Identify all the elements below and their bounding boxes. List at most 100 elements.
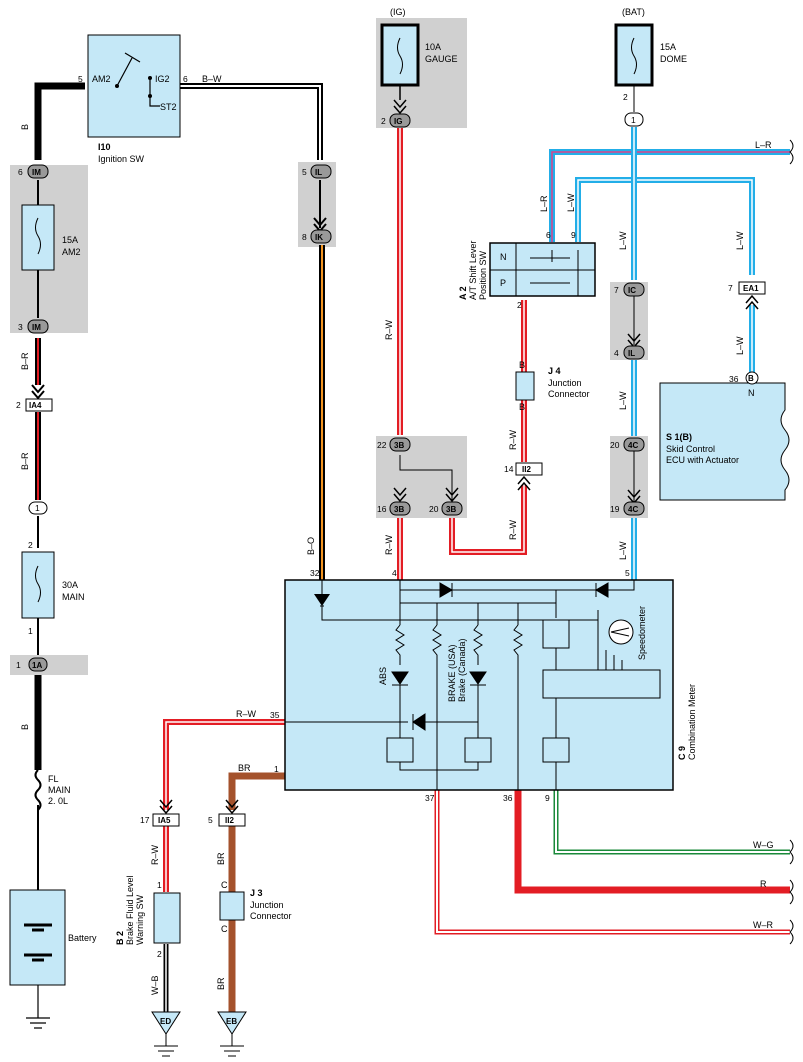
connector-3b-16-pin: 16 xyxy=(377,504,387,514)
connector-3b-16-id: 3B xyxy=(394,505,404,514)
wire-rw-35 xyxy=(163,719,285,810)
abs-label: ABS xyxy=(378,667,388,685)
wire-label-lw1: L–W xyxy=(566,193,576,212)
wire-label-br2: B–R xyxy=(20,452,30,470)
battery-box xyxy=(9,889,66,986)
connector-ik-pin: 8 xyxy=(302,232,307,242)
connector-3b-20-id: 3B xyxy=(446,505,456,514)
connector-4c-20 xyxy=(623,437,645,452)
connector-im-bot-pin: 3 xyxy=(18,322,23,332)
connector-ig-pin: 2 xyxy=(381,116,386,126)
meter-pin5: 5 xyxy=(625,568,630,578)
wire-label-br2: BR xyxy=(216,852,226,865)
fuse-main-bot-pin: 1 xyxy=(28,626,33,636)
fuse-gauge-amps: 10A xyxy=(425,42,441,52)
battery-name: Battery xyxy=(68,933,97,943)
connector-1-id: 1 xyxy=(35,503,40,513)
connector-il-right xyxy=(623,345,645,360)
meter-diode-35 xyxy=(412,713,426,731)
connector-ea1-pin: 7 xyxy=(728,283,733,293)
fuse-dome xyxy=(614,23,654,87)
ecu-pin: 36 xyxy=(729,374,739,384)
wire-label-rw3: R–W xyxy=(508,429,518,450)
brake-sw-box xyxy=(153,892,181,944)
fuse-am2-symbol xyxy=(35,217,41,255)
ground-ed-id: ED xyxy=(160,1017,171,1026)
fuse-am2 xyxy=(21,204,55,271)
j3-box xyxy=(219,891,245,921)
fl-main-symbol xyxy=(34,769,42,811)
meter-ic-1 xyxy=(386,737,414,763)
ignition-am2-label: AM2 xyxy=(92,74,111,84)
wire-label-lr1: L–R xyxy=(539,195,549,212)
brake-sw-code: B 2 xyxy=(115,931,125,945)
connector-ig-id: IG xyxy=(394,117,402,126)
connector-ea1 xyxy=(738,281,766,295)
fuse-gauge xyxy=(380,23,420,87)
meter-ic-4 xyxy=(542,619,570,649)
wire-label-lw2: L–W xyxy=(735,231,745,250)
connector-ii2-bot xyxy=(218,813,246,827)
wire-label-wb: W–B xyxy=(150,975,160,995)
j3-l2: Connector xyxy=(250,911,292,921)
fuse-main-top-pin: 2 xyxy=(28,540,33,550)
connector-4c-19-id: 4C xyxy=(628,505,638,514)
wire-label-wr: W–R xyxy=(753,920,774,930)
meter-ic-2 xyxy=(464,737,492,763)
connector-1a-pin: 1 xyxy=(16,660,21,670)
ground-eb xyxy=(217,1011,247,1035)
connector-4c-19-pin: 19 xyxy=(610,504,620,514)
connector-3b-20-pin: 20 xyxy=(429,504,439,514)
wire-label-lw4: L–W xyxy=(618,391,628,410)
connector-dome-pin: 2 xyxy=(623,92,628,102)
wire-bw-outline xyxy=(180,83,323,160)
wire-wg-stripe xyxy=(555,790,790,853)
abs-led xyxy=(391,671,409,686)
connector-im-top-id: IM xyxy=(32,168,41,177)
meter-ic-3 xyxy=(542,737,570,763)
connector-il-top xyxy=(310,164,332,179)
connector-1a-id: 1A xyxy=(32,661,42,670)
connector-ia4-pin: 2 xyxy=(16,400,21,410)
brake-sw-l1: Brake Fluid Level xyxy=(125,875,135,945)
wire-r xyxy=(514,790,790,894)
wire-label-br3: BR xyxy=(216,977,226,990)
ignition-code: I10 xyxy=(98,142,111,152)
meter-pin9: 9 xyxy=(545,793,550,803)
ecu-n: N xyxy=(748,388,755,398)
brake-sw-pin1: 1 xyxy=(157,880,162,890)
wire-label-lw6: L–W xyxy=(735,336,745,355)
brake-sw-l2: Warning SW xyxy=(135,894,145,945)
wire-lw-shift xyxy=(575,177,755,275)
wire-label-lw5: L–W xyxy=(618,541,628,560)
fuse-dome-amps: 15A xyxy=(660,42,676,52)
connector-im-bot-id: IM xyxy=(32,323,41,332)
ignition-st2-label: ST2 xyxy=(160,102,177,112)
wire-bw xyxy=(180,85,321,160)
meter-pin35: 35 xyxy=(270,710,280,720)
ignition-pin-ig2: 6 xyxy=(183,74,188,84)
connector-ii2-top-id: II2 xyxy=(522,465,531,474)
shift-sw-l2: Position SW xyxy=(478,250,488,300)
connector-ig xyxy=(389,113,411,128)
fl-main-l2: MAIN xyxy=(48,785,71,795)
connector-ia4 xyxy=(25,398,53,412)
meter-pin37: 37 xyxy=(425,793,435,803)
ground-ed xyxy=(151,1011,181,1035)
shift-sw-pin6: 6 xyxy=(546,230,551,240)
j3-code: J 3 xyxy=(250,888,263,898)
ecu-l1: Skid Control xyxy=(666,444,715,454)
battery-ground xyxy=(26,985,50,1029)
connector-dome-out xyxy=(624,112,644,127)
j3-c-top: C xyxy=(221,880,228,890)
fuse-dome-name: DOME xyxy=(660,54,687,64)
ignition-sw-box xyxy=(87,34,181,138)
j4-code: J 4 xyxy=(548,366,561,376)
connector-il-top-id: IL xyxy=(315,168,322,177)
meter-name: Combination Meter xyxy=(687,684,697,760)
ground-eb-id: EB xyxy=(226,1017,237,1026)
ecu-l2: ECU with Actuator xyxy=(666,455,739,465)
brake-canada-label: Brake (Canada) xyxy=(457,638,467,702)
connector-ii2-top-pin: 14 xyxy=(504,464,514,474)
connector-ik-id: IK xyxy=(315,233,323,242)
